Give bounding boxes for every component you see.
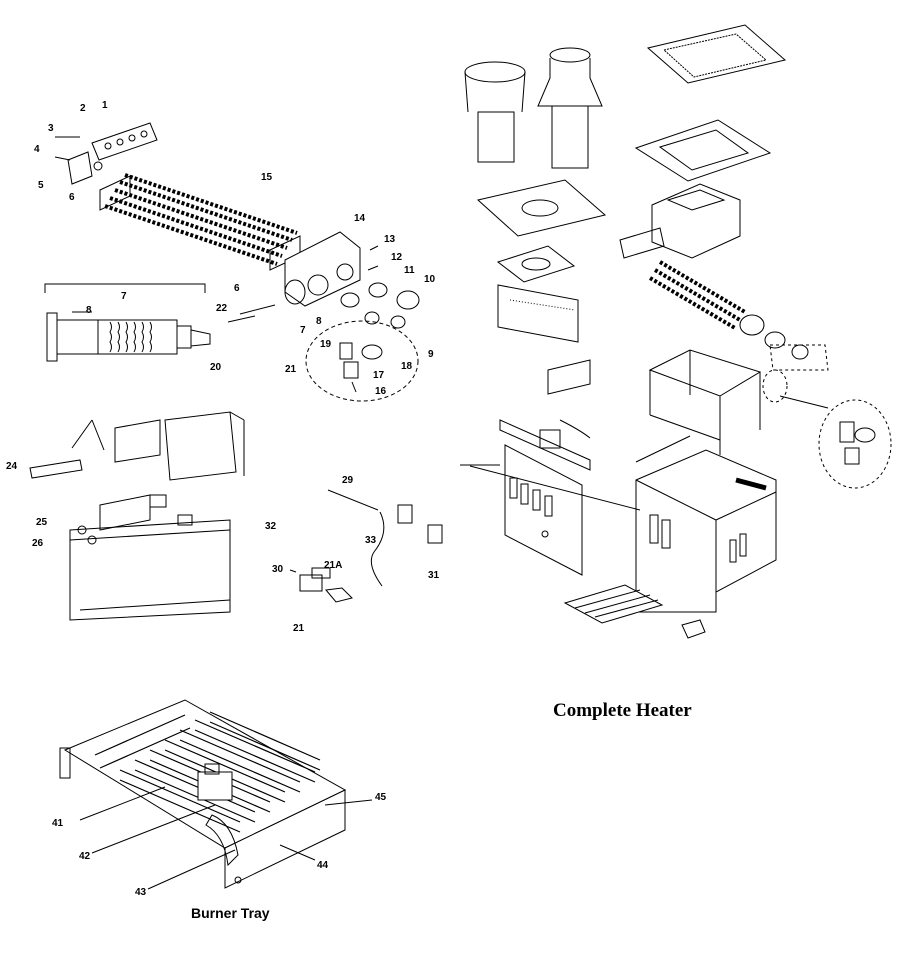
callout-10: 10 — [424, 274, 436, 285]
callout-45: 45 — [375, 792, 387, 803]
callout-24: 24 — [6, 461, 18, 472]
callout-3: 3 — [48, 123, 54, 134]
callout-30: 30 — [272, 564, 284, 575]
gas-valve-assembly — [44, 283, 211, 362]
callout-26: 26 — [32, 538, 44, 549]
return-header — [227, 231, 420, 329]
callout-17: 17 — [373, 370, 385, 381]
callout-44: 44 — [317, 860, 329, 871]
header-manifold — [54, 122, 158, 185]
callout-21-second: 21 — [293, 623, 305, 634]
complete-heater-exploded — [460, 24, 892, 639]
callout-6: 6 — [69, 192, 75, 203]
callout-42: 42 — [79, 851, 91, 862]
callout-12: 12 — [391, 252, 403, 263]
callout-16: 16 — [375, 386, 387, 397]
control-panel — [29, 411, 245, 621]
callout-2: 2 — [80, 103, 86, 114]
sensor-wires — [289, 489, 443, 603]
callout-8: 8 — [86, 305, 92, 316]
callout-31: 31 — [428, 570, 440, 581]
burner-tray-caption: Burner Tray — [191, 905, 270, 921]
callout-8-second: 8 — [316, 316, 322, 327]
callout-4: 4 — [34, 144, 40, 155]
callout-7: 7 — [121, 291, 127, 302]
complete-heater-caption: Complete Heater — [553, 700, 692, 721]
callout-33: 33 — [365, 535, 377, 546]
callout-7-second: 7 — [300, 325, 306, 336]
callout-1: 1 — [102, 100, 108, 111]
callout-32: 32 — [265, 521, 277, 532]
callout-18: 18 — [401, 361, 413, 372]
burner-tray-drawing — [59, 699, 373, 890]
callout-5: 5 — [38, 180, 44, 191]
heat-exchanger-tubes — [99, 173, 301, 271]
callout-6-second: 6 — [234, 283, 240, 294]
callout-13: 13 — [384, 234, 396, 245]
callout-21: 21 — [285, 364, 297, 375]
callout-29: 29 — [342, 475, 354, 486]
callout-22: 22 — [216, 303, 228, 314]
callout-14: 14 — [354, 213, 366, 224]
callout-25: 25 — [36, 517, 48, 528]
callout-41: 41 — [52, 818, 64, 829]
bypass-assembly — [305, 320, 419, 402]
callout-20: 20 — [210, 362, 222, 373]
callout-21a: 21A — [324, 560, 342, 571]
callout-19: 19 — [320, 339, 332, 350]
callout-15: 15 — [261, 172, 273, 183]
callout-43: 43 — [135, 887, 147, 898]
callout-9: 9 — [428, 349, 434, 360]
callout-11: 11 — [404, 265, 415, 276]
